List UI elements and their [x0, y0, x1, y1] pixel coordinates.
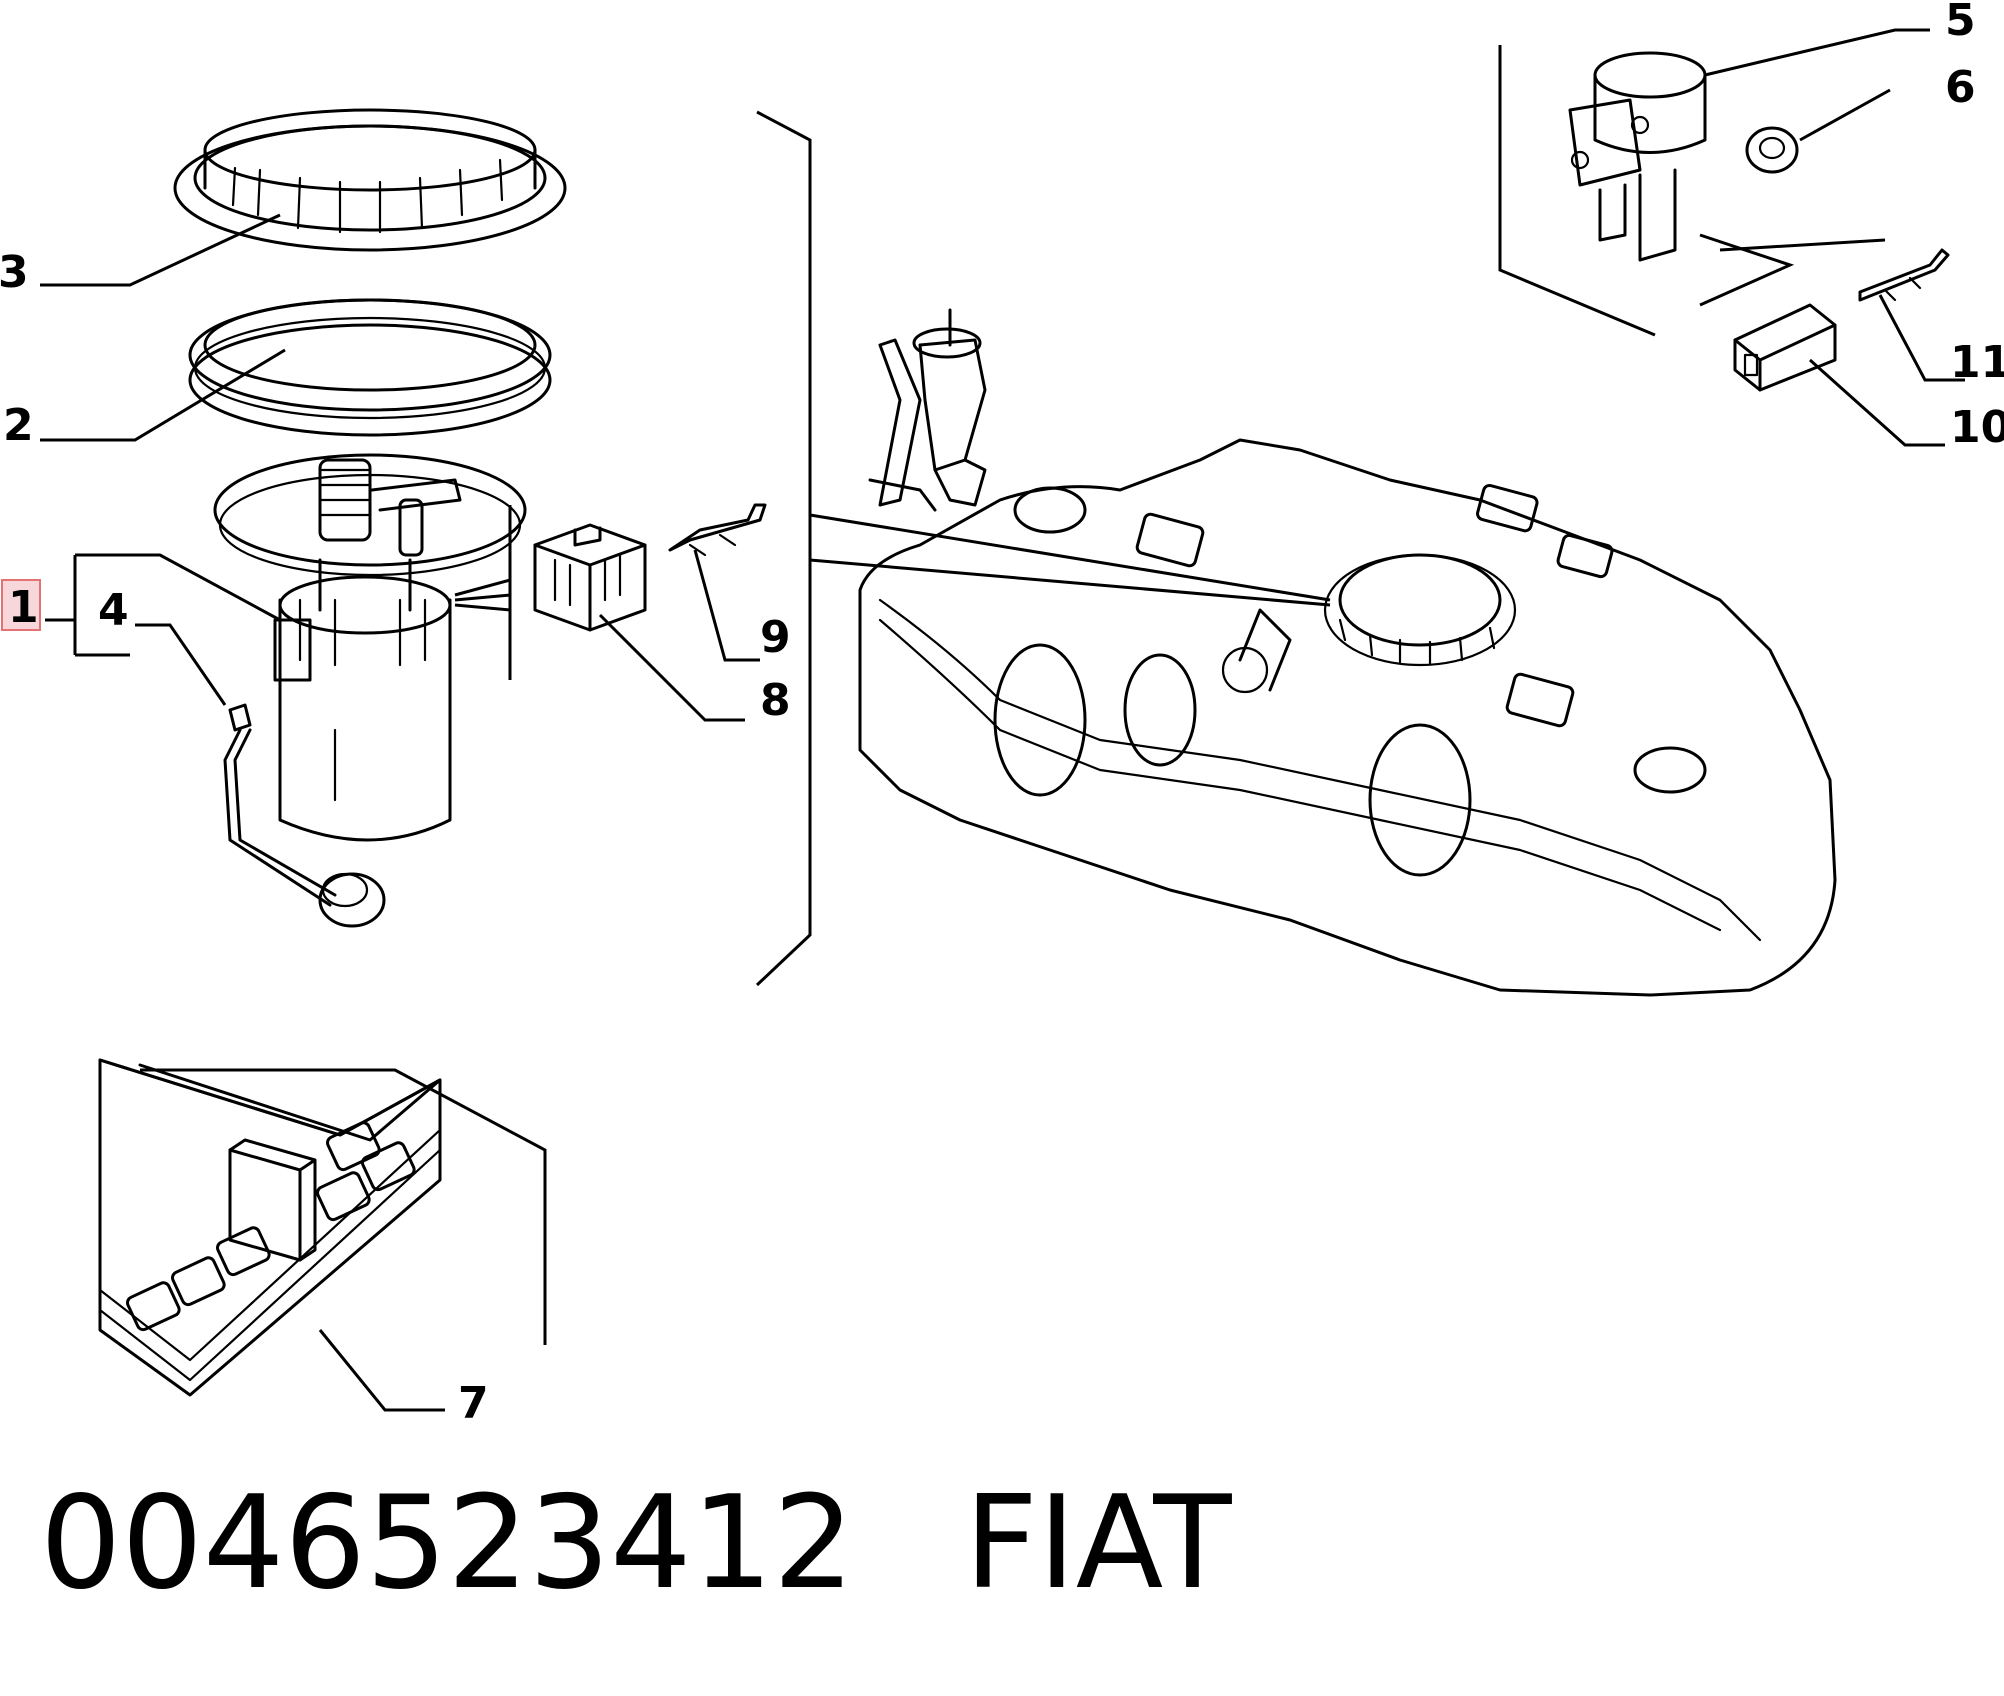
- leader-5: [1704, 28, 1930, 77]
- part-2-seal-ring: [188, 298, 552, 437]
- callout-8: 8: [760, 675, 791, 726]
- leader-6: [1799, 88, 1891, 142]
- part-1-bracket-ties: [454, 578, 511, 612]
- fuel-tank-assembly: [858, 308, 1837, 997]
- part-9-terminal: [668, 503, 767, 557]
- callout-2: 2: [3, 400, 34, 451]
- relay-box-bracket: [140, 1068, 547, 1345]
- valve-group-bracket: [1498, 45, 1656, 337]
- callout-4: 4: [98, 585, 129, 636]
- valve-wire-lines-2: [1719, 238, 1886, 252]
- part-8-connector: [533, 523, 647, 632]
- callout-1-highlight: [1, 579, 41, 631]
- leader-10: [1808, 358, 1945, 447]
- tank-pointer-line-1: [809, 513, 1331, 602]
- callout-9: 9: [760, 612, 791, 663]
- callout-6: 6: [1945, 62, 1976, 113]
- callout-1: 1: [8, 582, 39, 633]
- leader-7: [318, 1329, 445, 1412]
- part-number: 0046523412: [40, 1469, 855, 1618]
- leader-2: [40, 348, 286, 442]
- part-10-connector: [1733, 303, 1837, 392]
- leader-8: [598, 613, 745, 722]
- main-bracket: [755, 110, 812, 987]
- callout-3: 3: [0, 247, 29, 298]
- leader-11: [1878, 294, 1965, 382]
- part-7-relay-box: [98, 1058, 442, 1397]
- callout-11: 11: [1950, 337, 2004, 388]
- leader-1: [45, 553, 281, 657]
- brand-name: FIAT: [964, 1469, 1232, 1618]
- part-3-locking-ring: [173, 108, 567, 252]
- callout-5: 5: [1945, 0, 1976, 46]
- callout-10: 10: [1950, 402, 2004, 453]
- part-6-nut: [1745, 126, 1799, 174]
- part-1-fuel-pump-module: [213, 453, 527, 842]
- valve-wire-lines: [1699, 233, 1795, 307]
- part-11-terminal: [1858, 248, 1950, 302]
- leader-9: [693, 549, 760, 662]
- part-5-valve: [1568, 51, 1707, 262]
- leader-3: [40, 213, 281, 287]
- leader-4: [135, 623, 227, 706]
- part-4-level-sensor: [223, 703, 386, 928]
- callout-7: 7: [458, 1378, 489, 1429]
- tank-pointer-line-2: [809, 558, 1331, 607]
